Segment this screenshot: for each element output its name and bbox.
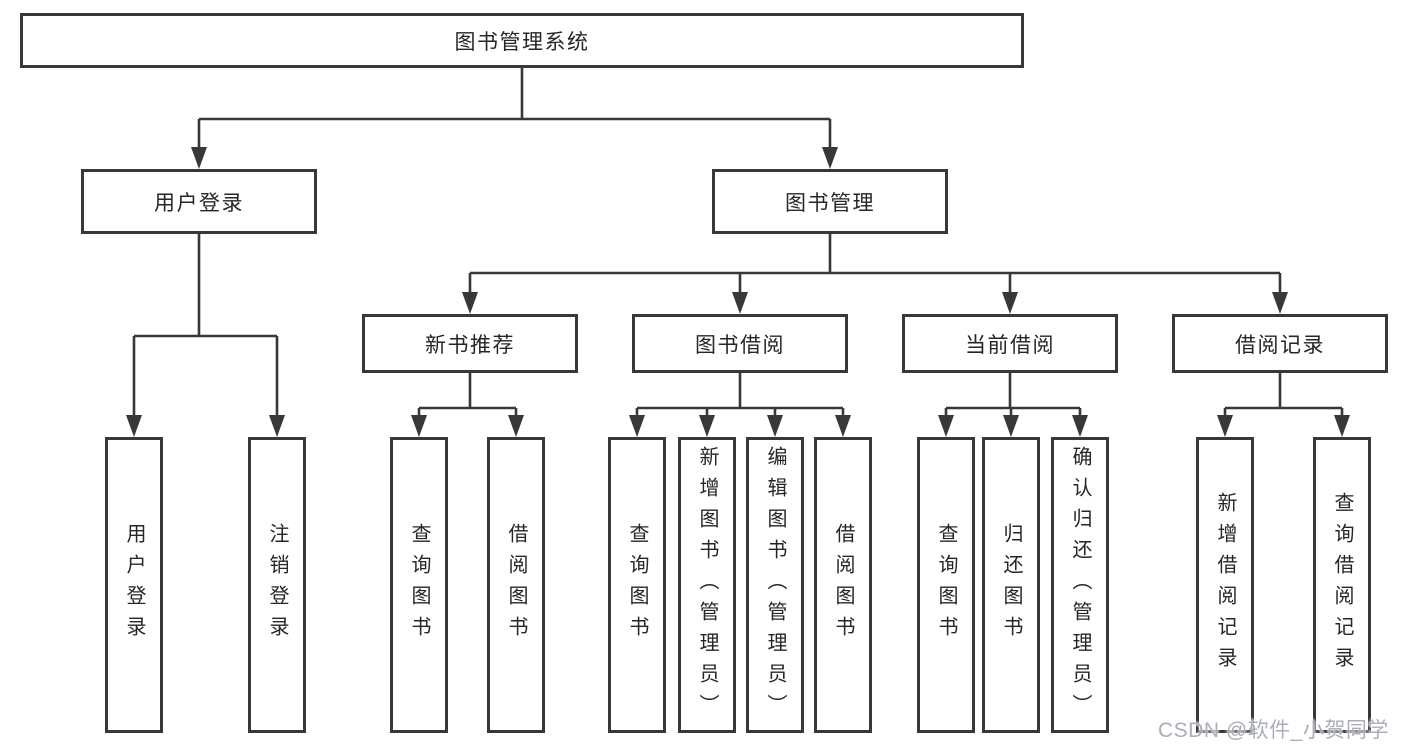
node-root-library-system: 图书管理系统 — [20, 13, 1024, 68]
leaf-current-return-books: 归还图书 — [982, 437, 1040, 733]
node-book-borrowing: 图书借阅 — [632, 314, 848, 373]
connector-book-borrow-to-leaves — [629, 373, 851, 437]
leaf-user-login: 用户登录 — [105, 437, 163, 733]
leaf-newbook-borrow-books: 借阅图书 — [487, 437, 545, 733]
leaf-current-confirm-return-admin: 确认归还（管理员） — [1051, 437, 1109, 733]
connector-root-to-level2 — [191, 68, 838, 169]
node-new-book-recommend: 新书推荐 — [362, 314, 578, 373]
connector-borrow-records-to-leaves — [1217, 373, 1350, 437]
node-borrowing-records: 借阅记录 — [1172, 314, 1388, 373]
leaf-borrow-query-books: 查询图书 — [608, 437, 666, 733]
leaf-logout: 注销登录 — [248, 437, 306, 733]
node-current-borrowing: 当前借阅 — [902, 314, 1118, 373]
csdn-watermark: CSDN @软件_小贺同学 — [1158, 719, 1389, 742]
connector-current-borrow-to-leaves — [938, 373, 1088, 437]
node-book-management: 图书管理 — [712, 169, 948, 234]
leaf-borrow-add-books-admin: 新增图书（管理员） — [678, 437, 736, 733]
leaf-borrow-borrow-books: 借阅图书 — [814, 437, 872, 733]
node-user-login: 用户登录 — [81, 169, 317, 234]
leaf-current-query-books: 查询图书 — [917, 437, 975, 733]
connector-user-login-to-leaves — [126, 234, 285, 437]
leaf-records-add-record: 新增借阅记录 — [1196, 437, 1254, 733]
connector-book-management-to-level3 — [462, 234, 1288, 314]
leaf-newbook-query-books: 查询图书 — [390, 437, 448, 733]
leaf-borrow-edit-books-admin: 编辑图书（管理员） — [746, 437, 804, 733]
connector-new-book-to-leaves — [411, 373, 524, 437]
leaf-records-query-record: 查询借阅记录 — [1313, 437, 1371, 733]
